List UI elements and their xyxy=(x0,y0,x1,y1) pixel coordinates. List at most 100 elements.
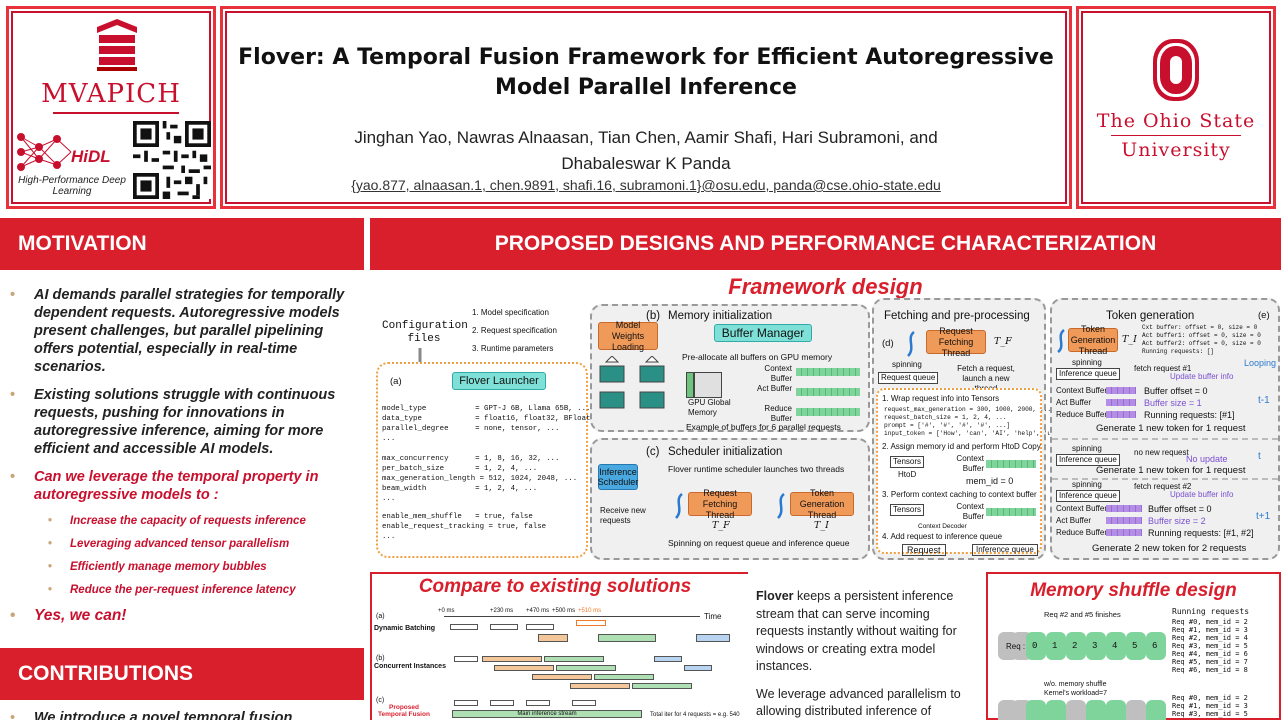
model-weights-box: Model Weights Loading xyxy=(598,320,658,352)
config-files-label: Configuration files xyxy=(382,320,468,345)
wo-shuffle-label: w/o. memory shuffle xyxy=(1044,681,1107,688)
req-label: Req : xyxy=(1006,642,1026,651)
row-c-label: Proposed Temporal Fusion xyxy=(378,704,430,718)
ctx-bar-e3 xyxy=(1106,505,1142,512)
req-box-a4 xyxy=(576,620,606,626)
inference-scheduler-box: Inference Scheduler xyxy=(598,464,638,490)
gpu-memory-label: GPU Global Memory xyxy=(688,398,731,417)
ti-symbol: T_I xyxy=(814,520,829,531)
buffer-manager-box: Buffer Manager xyxy=(714,324,812,342)
req-box-c4 xyxy=(572,700,596,706)
req-idx-6: 6 xyxy=(1152,641,1158,651)
reduce-buf-lbl-e3: Reduce Buffer xyxy=(1056,528,1107,537)
flover-description: Flover keeps a persistent inference stre… xyxy=(756,588,978,720)
tick-1: +230 ms xyxy=(490,608,514,614)
gpu-grid-icon xyxy=(599,356,665,409)
out-box-b1 xyxy=(654,656,682,662)
config-block-3: enable_mem_shuffle = true, false enable_… xyxy=(382,513,547,541)
batch-box-a xyxy=(538,634,568,642)
osu-wordmark: The Ohio State University xyxy=(1079,109,1273,162)
flover-launcher-box: Flover Launcher xyxy=(452,372,546,390)
reduce-bar-e3 xyxy=(1106,529,1142,536)
sub-item-3: Efficiently manage memory bubbles xyxy=(34,560,360,574)
poster-title: Flover: A Temporal Fusion Framework for … xyxy=(223,43,1069,103)
motivation-question: Can we leverage the temporal property in… xyxy=(34,469,319,503)
title-line-1: Flover: A Temporal Fusion Framework for … xyxy=(238,45,1054,70)
htod-label: HtoD xyxy=(898,470,917,479)
osu-line-2: University xyxy=(1121,139,1231,161)
authors-line-2: Dhabaleswar K Panda xyxy=(561,154,731,173)
step-2: 2. Request specification xyxy=(472,326,557,335)
finish-label: Req #2 and #5 finishes xyxy=(1044,610,1121,619)
motivation-heading: MOTIVATION xyxy=(0,218,364,270)
running-title: Running requests xyxy=(1172,607,1250,616)
reduce-bar-e1 xyxy=(1106,411,1136,418)
workload-label: Kernel's workload=7 xyxy=(1044,690,1108,697)
t-plus-1: t+1 xyxy=(1256,511,1271,522)
framework-title: Framework design xyxy=(728,274,923,299)
req-box-c1 xyxy=(454,700,478,706)
spin-icon-3 xyxy=(907,331,915,357)
buffer-offset-1: Buffer offset = 0 xyxy=(1144,386,1208,396)
cylinder-row-1 xyxy=(998,632,1166,660)
ctx-buf-lbl-e1: Context Buffer xyxy=(1056,386,1107,395)
tf-symbol: T_F xyxy=(712,520,730,531)
req-box-a2 xyxy=(490,624,518,630)
gpu-memory-bar xyxy=(686,372,694,398)
token-generation-thread-box: Token Generation Thread xyxy=(790,488,854,520)
contribution-item-1: We introduce a novel temporal fusion xyxy=(34,710,293,720)
author-emails-link[interactable]: {yao.877, alnaasan.1, chen.9891, shafi.1… xyxy=(351,177,941,193)
row-a-label: Dynamic Batching xyxy=(374,625,436,632)
req-box-a3 xyxy=(526,624,554,630)
create-box-b4 xyxy=(570,683,630,689)
token-gen-panel: Token generation (e) Token Generation Th… xyxy=(1050,298,1280,560)
panel-e-label: (e) xyxy=(1258,310,1270,321)
update-buffer-1: Update buffer info xyxy=(1170,372,1234,381)
request-fetching-thread-d: Request Fetching Thread xyxy=(926,326,986,358)
gen-1: Generate 1 new token for 1 request xyxy=(1096,423,1246,434)
fetch-req2: fetch request #2 xyxy=(1134,482,1192,491)
no-new-request: no new request xyxy=(1134,448,1189,457)
divider-1 xyxy=(1052,438,1278,440)
update-buffer-2: Update buffer info xyxy=(1170,490,1234,499)
contrib-bullet: • xyxy=(10,710,16,720)
no-update: No update xyxy=(1186,454,1228,464)
running-2: Running requests: [#1, #2] xyxy=(1148,528,1254,538)
spinning-e1: spinning xyxy=(1072,358,1102,367)
infer-box-b1 xyxy=(544,656,604,662)
title-line-2: Model Parallel Inference xyxy=(495,75,797,100)
row-b-label: Concurrent Instances xyxy=(374,663,446,670)
act-bar-e3 xyxy=(1106,517,1142,524)
tick-2: +470 ms xyxy=(526,608,550,614)
fetch-step-2: 2. Assign memory id and perform HtoD Cop… xyxy=(882,442,1041,451)
spin-icon-1 xyxy=(675,493,683,519)
fetch-step-3: 3. Perform context caching to context bu… xyxy=(882,490,1037,499)
flover-para-1: Flover keeps a persistent inference stre… xyxy=(756,588,978,676)
gen-1b: Generate 1 new token for 1 request xyxy=(1096,465,1246,476)
mvapich-logo-text: MVAPICH xyxy=(41,79,181,109)
spin-icon-2 xyxy=(777,493,785,519)
panel-c-label: (c) xyxy=(646,446,660,458)
req-idx-4: 4 xyxy=(1112,641,1118,651)
buffer-state: Cxt buffer: offset = 0, size = 0 Act buf… xyxy=(1142,324,1261,355)
compare-section xyxy=(370,572,748,720)
proposed-heading: PROPOSED DESIGNS AND PERFORMANCE CHARACT… xyxy=(370,218,1281,270)
hidl-network-icon xyxy=(17,133,72,171)
mvapich-logo-icon xyxy=(97,19,137,71)
spinning-e3: spinning xyxy=(1072,480,1102,489)
req-idx-0: 0 xyxy=(1032,641,1038,651)
spinning-e2: spinning xyxy=(1072,444,1102,453)
out-box-b2 xyxy=(684,665,712,671)
scheduler-desc: Flover runtime scheduler launches two th… xyxy=(668,464,845,474)
header-osu-panel: The Ohio State University xyxy=(1076,6,1276,209)
qr-code-icon[interactable] xyxy=(133,121,211,199)
spinning-d: spinning xyxy=(892,360,922,369)
buffer-context: Context Buffer xyxy=(764,364,792,383)
buffer-act: Act Buffer xyxy=(757,384,792,393)
header-logos-panel: MVAPICH HiDL High-Performance Deep Learn… xyxy=(6,6,216,209)
step-1: 1. Model specification xyxy=(472,308,549,317)
context-buffer-bar xyxy=(796,368,860,376)
req-idx-5: 5 xyxy=(1132,641,1138,651)
panel-d-label: (d) xyxy=(882,338,894,349)
inference-queue-e1: Inference queue xyxy=(1056,368,1120,380)
